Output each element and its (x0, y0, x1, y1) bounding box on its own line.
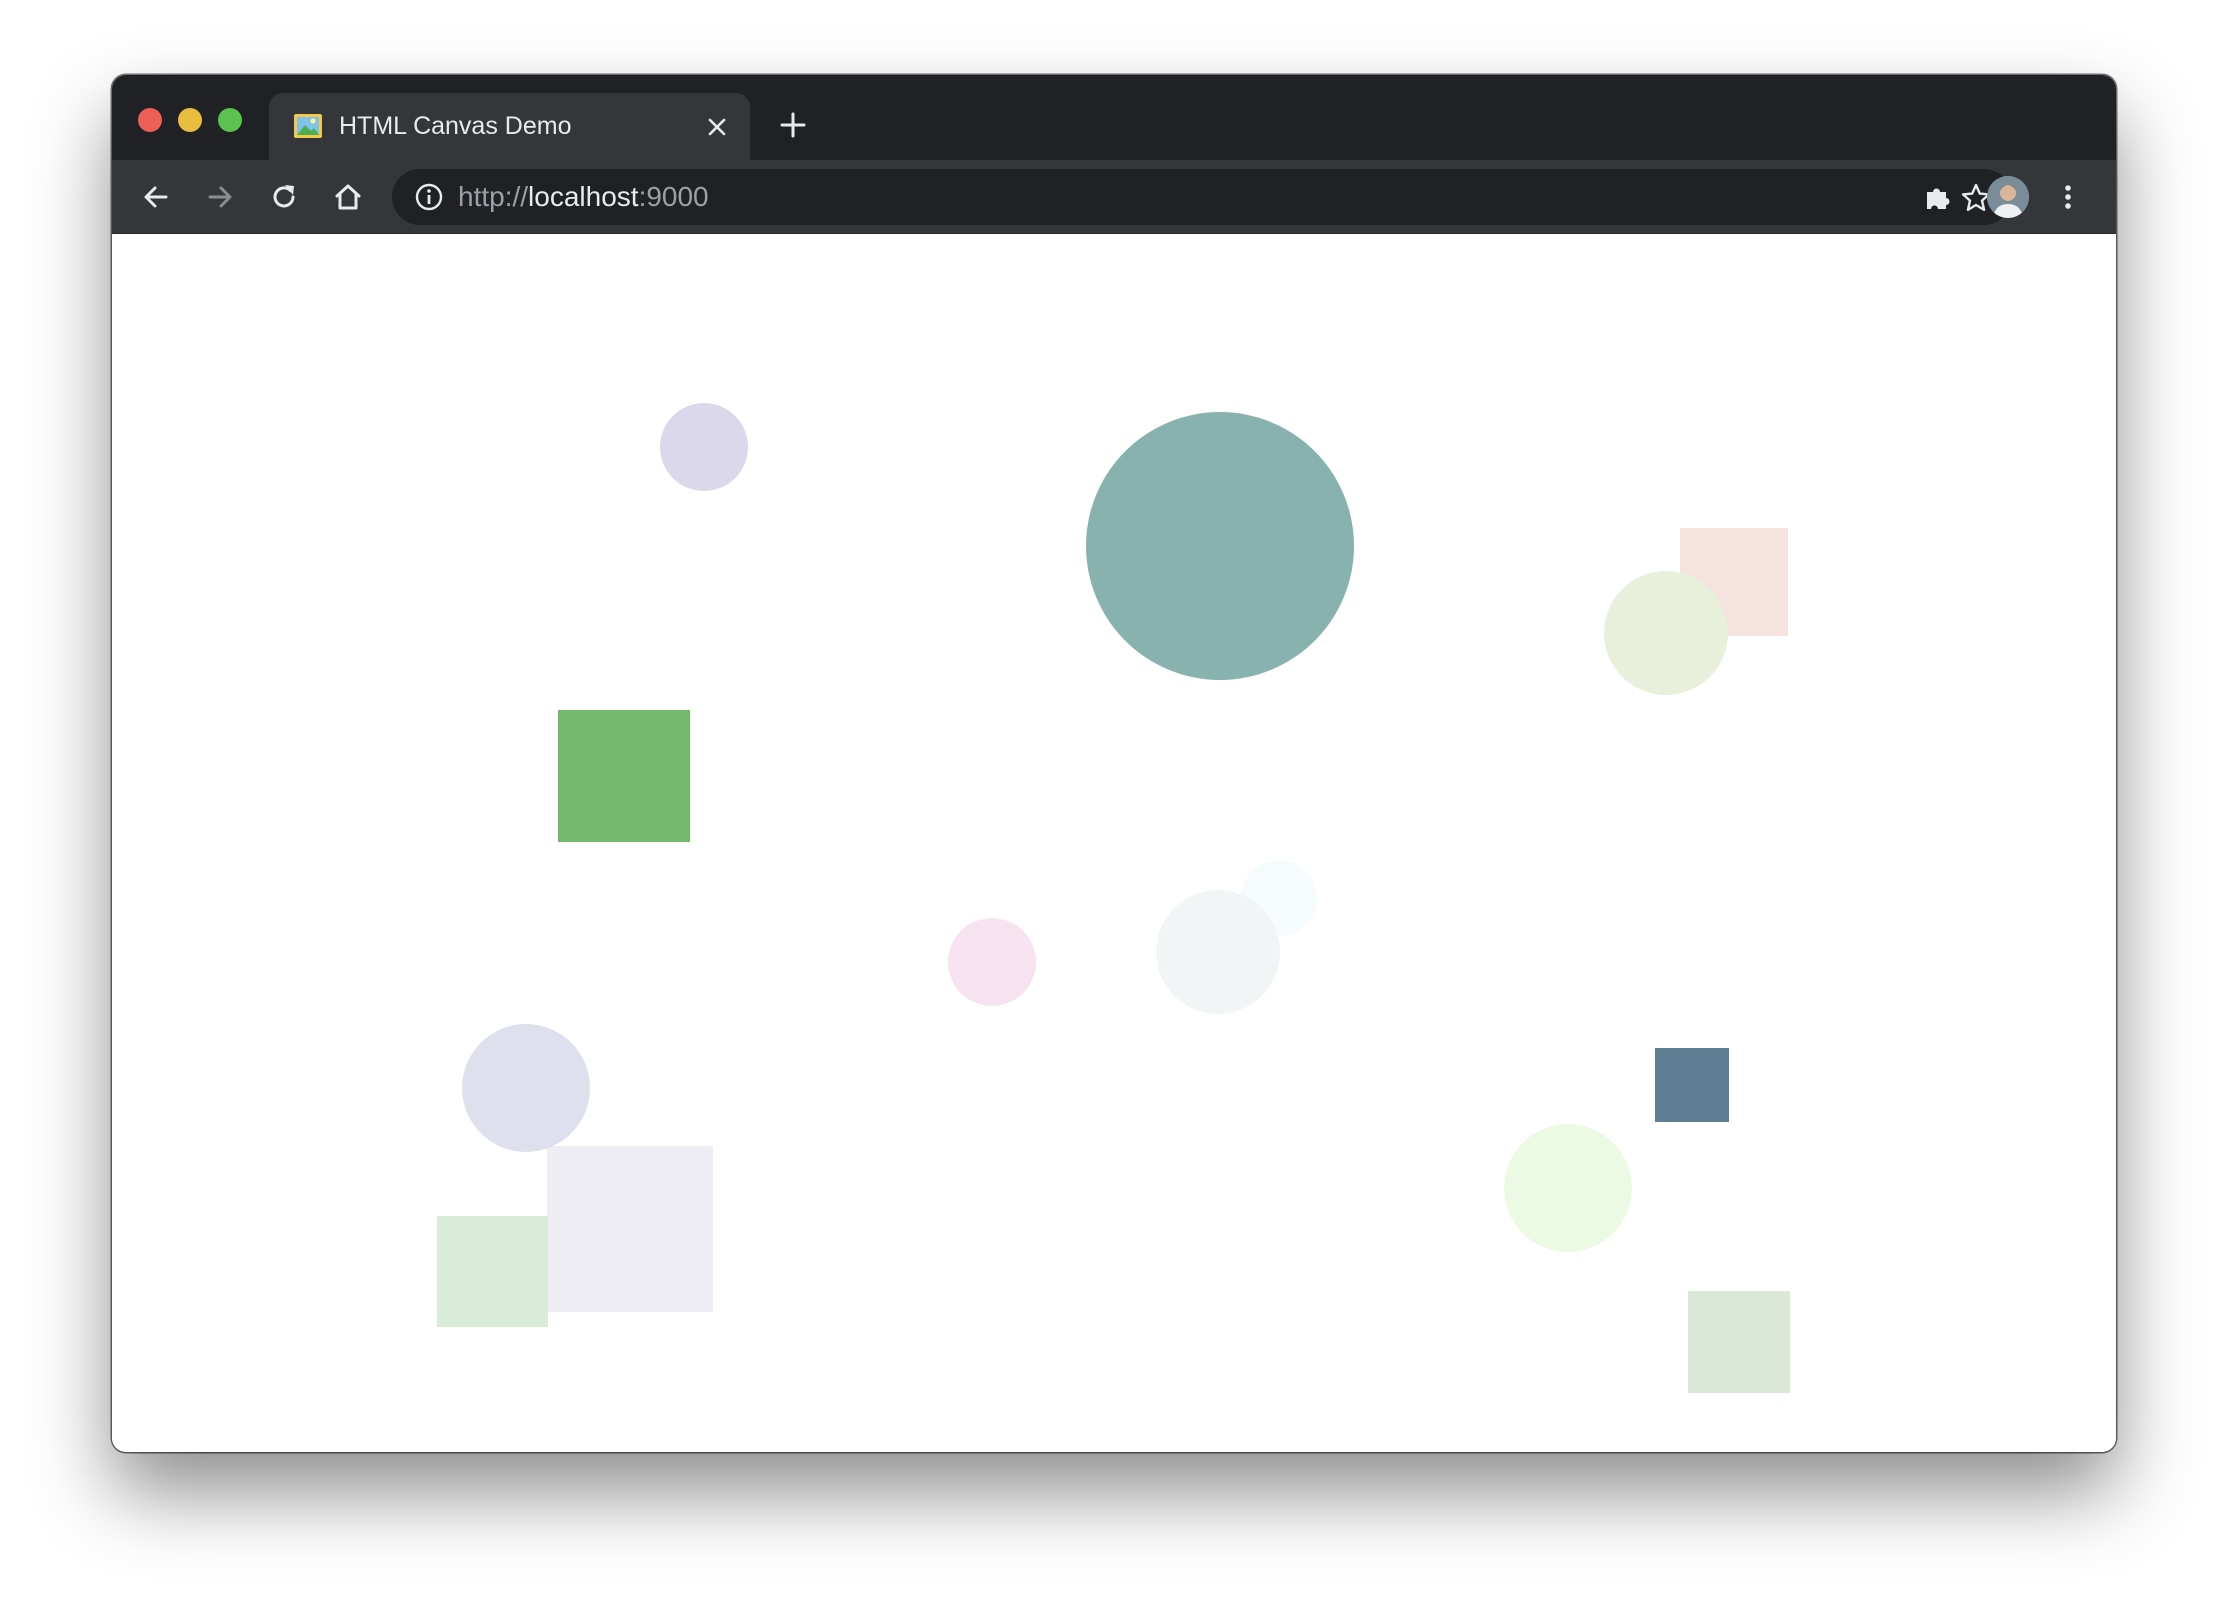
url-host: localhost (528, 181, 639, 212)
info-icon[interactable] (414, 182, 444, 212)
new-tab-plus-icon[interactable] (778, 110, 808, 140)
zoom-window-button[interactable] (218, 108, 242, 132)
canvas-circle (660, 403, 748, 491)
canvas-circle (1156, 890, 1280, 1014)
avatar[interactable] (1987, 176, 2029, 218)
canvas-square (558, 710, 690, 842)
canvas-circle (1604, 571, 1728, 695)
star-icon[interactable] (1960, 182, 1992, 214)
profile-photo-icon (1987, 176, 2029, 218)
tab-title: HTML Canvas Demo (339, 112, 572, 140)
canvas-square (547, 1146, 713, 1312)
canvas-square (1655, 1048, 1729, 1122)
back-arrow-icon[interactable] (140, 181, 172, 213)
tab-html-canvas-demo[interactable]: HTML Canvas Demo (269, 93, 750, 160)
url-scheme: http:// (458, 181, 529, 212)
canvas-circle (1086, 412, 1354, 680)
page-canvas[interactable] (112, 234, 2116, 1452)
reload-icon[interactable] (268, 181, 300, 213)
browser-window: HTML Canvas Demo ht (112, 75, 2116, 1452)
tab-strip: HTML Canvas Demo (112, 75, 2116, 160)
browser-toolbar: http://localhost:9000 (112, 160, 2116, 234)
address-bar[interactable]: http://localhost:9000 (392, 169, 2012, 225)
close-icon[interactable] (705, 115, 729, 139)
canvas-square (437, 1216, 548, 1327)
canvas-circle (462, 1024, 590, 1152)
minimize-window-button[interactable] (178, 108, 202, 132)
home-icon[interactable] (332, 181, 364, 213)
canvas-square (1688, 1291, 1790, 1393)
extensions-icon[interactable] (1922, 181, 1954, 213)
canvas-circle (948, 918, 1036, 1006)
canvas-circle (1504, 1124, 1632, 1252)
url-port: :9000 (638, 181, 709, 212)
more-menu-icon[interactable] (2052, 181, 2084, 213)
picture-icon (294, 114, 322, 138)
url-text[interactable]: http://localhost:9000 (458, 169, 709, 225)
canvas-drawing (437, 403, 1790, 1393)
forward-arrow-icon[interactable] (204, 181, 236, 213)
close-window-button[interactable] (138, 108, 162, 132)
